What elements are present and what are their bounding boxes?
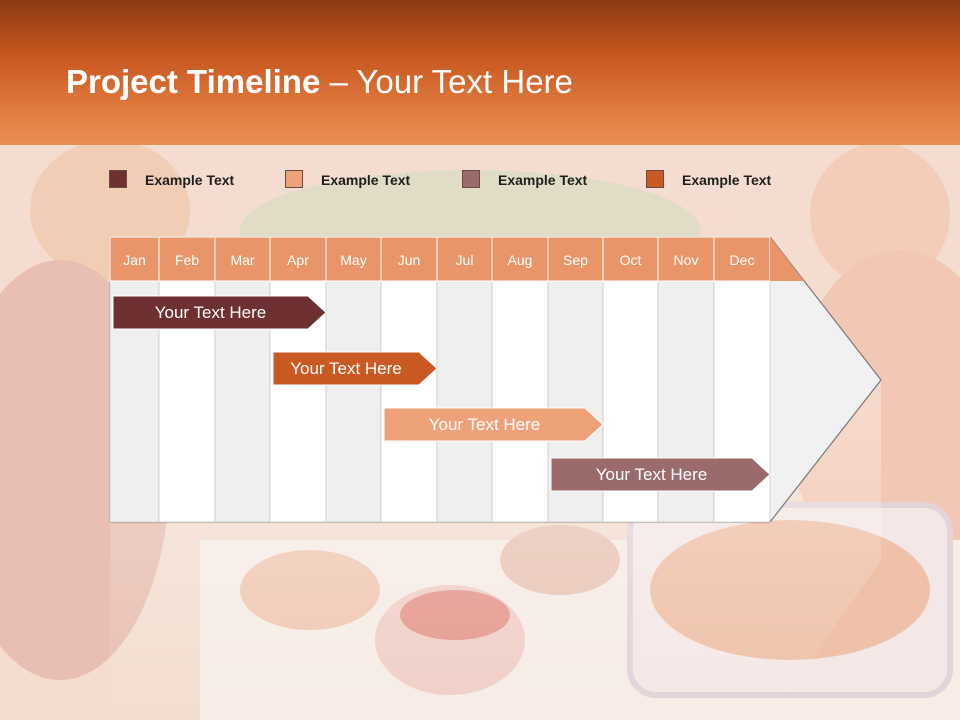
- legend-label: Example Text: [321, 172, 411, 188]
- month-header-cell: [109, 236, 160, 282]
- legend-swatch: [646, 170, 664, 188]
- month-header-cell: [158, 236, 216, 282]
- legend-swatch: [109, 170, 127, 188]
- month-column-jun: [380, 280, 438, 523]
- timeline-task-bar-4[interactable]: Your Text Here: [550, 457, 771, 492]
- month-header-cell: [547, 236, 604, 282]
- task-label: Your Text Here: [596, 465, 708, 484]
- month-header-cell: [602, 236, 659, 282]
- task-arrow-shape[interactable]: [550, 457, 771, 492]
- month-label: Oct: [620, 252, 642, 268]
- month-label: Jul: [456, 252, 474, 268]
- task-arrow-shape[interactable]: [112, 295, 327, 330]
- legend-swatch: [285, 170, 303, 188]
- month-header-cell: [325, 236, 382, 282]
- month-label: Mar: [230, 252, 254, 268]
- task-label: Your Text Here: [429, 415, 541, 434]
- month-label: Dec: [730, 252, 755, 268]
- month-header-cell: [436, 236, 493, 282]
- title-rest-text: – Your Text Here: [320, 63, 573, 100]
- month-column-jul: [436, 280, 493, 523]
- timeline-reflection: [110, 380, 881, 720]
- slide-title: Project Timeline – Your Text Here: [66, 60, 573, 104]
- month-header-cell: [269, 236, 327, 282]
- month-header-cell: [491, 236, 549, 282]
- month-label: Feb: [175, 252, 199, 268]
- title-banner: Project Timeline – Your Text Here: [0, 0, 960, 145]
- month-label: Aug: [508, 252, 533, 268]
- month-header-cell: [380, 236, 438, 282]
- month-header-cell: [214, 236, 271, 282]
- month-label: Nov: [674, 252, 699, 268]
- legend-label: Example Text: [145, 172, 235, 188]
- title-bold-text: Project Timeline: [66, 63, 321, 100]
- legend-swatch: [462, 170, 480, 188]
- month-header-cell: [713, 236, 771, 282]
- timeline-task-bar-1[interactable]: Your Text Here: [112, 295, 327, 330]
- timeline-task-bar-2[interactable]: Your Text Here: [272, 351, 438, 386]
- month-label: Jan: [123, 252, 146, 268]
- month-label: Apr: [287, 252, 309, 268]
- month-column-may: [325, 280, 382, 523]
- month-column-aug: [491, 280, 549, 523]
- task-label: Your Text Here: [290, 359, 402, 378]
- month-label: May: [340, 252, 366, 268]
- month-label: Sep: [563, 252, 588, 268]
- legend-label: Example Text: [682, 172, 772, 188]
- timeline-task-bar-3[interactable]: Your Text Here: [383, 407, 604, 442]
- legend-label: Example Text: [498, 172, 588, 188]
- task-arrow-shape[interactable]: [383, 407, 604, 442]
- task-label: Your Text Here: [155, 303, 267, 322]
- month-label: Jun: [398, 252, 421, 268]
- header-arrow-tip: [770, 237, 804, 281]
- task-arrow-shape[interactable]: [272, 351, 438, 386]
